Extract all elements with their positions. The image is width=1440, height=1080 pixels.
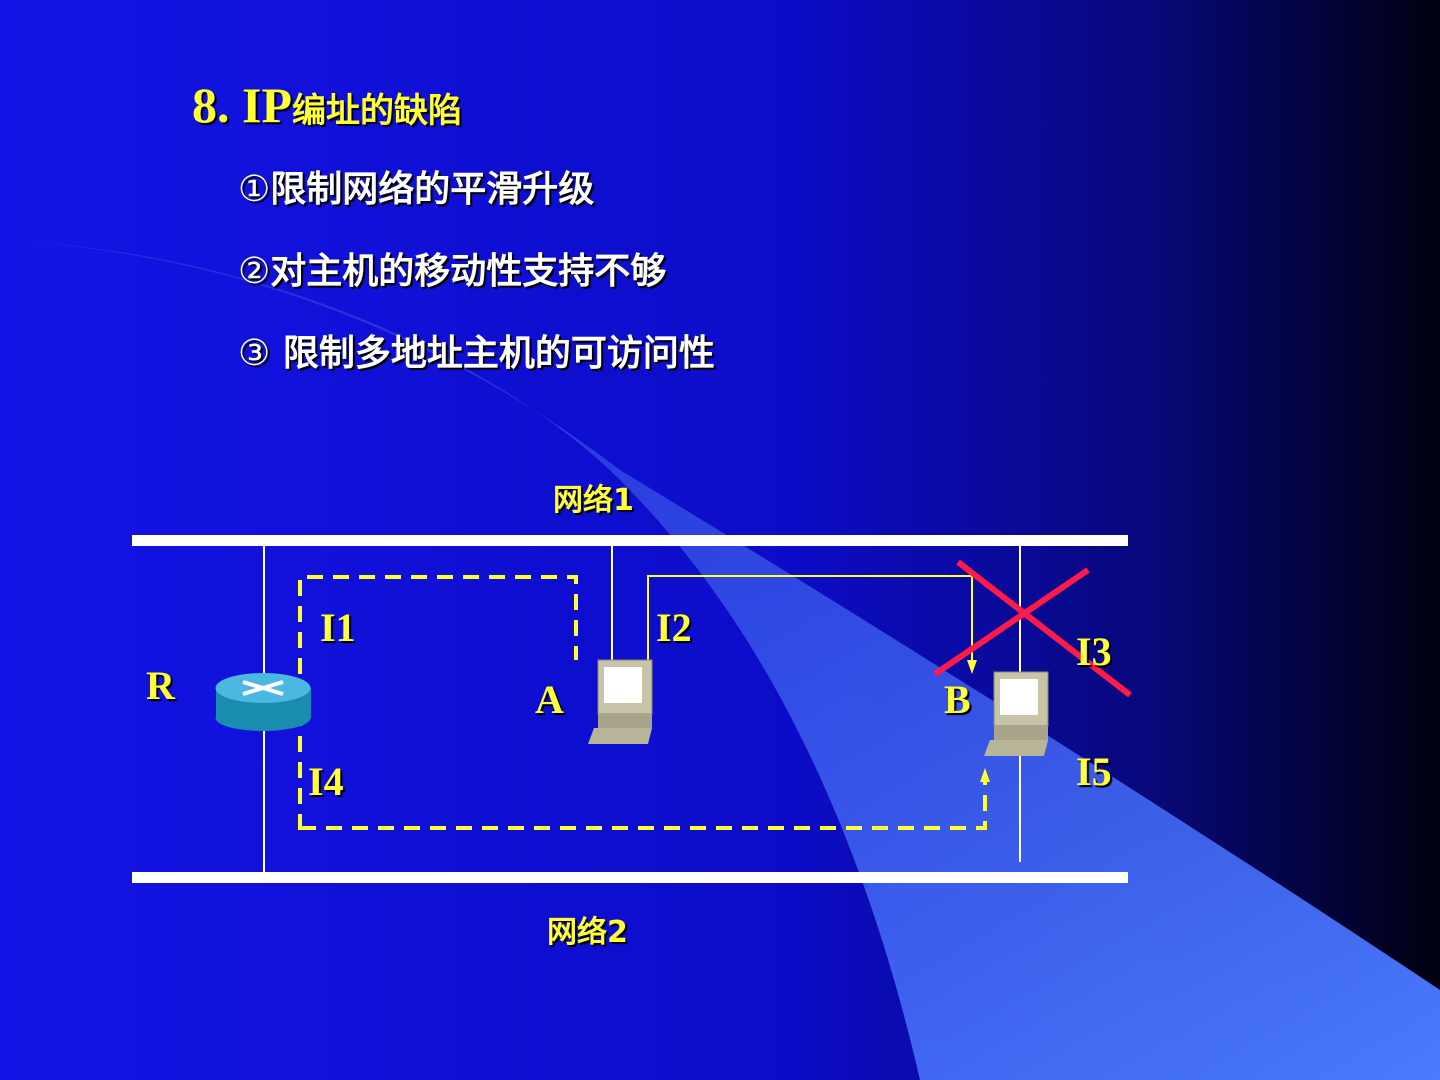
- bullet-item: ②对主机的移动性支持不够: [238, 242, 666, 294]
- router-label: R: [146, 663, 175, 708]
- arrow-down-icon: [967, 660, 977, 674]
- path-i2-solid: [647, 575, 973, 670]
- interface-i3-label: I3: [1076, 629, 1112, 674]
- bullet-item: ①限制网络的平滑升级: [238, 160, 594, 212]
- item-text: 限制多地址主机的可访问性: [270, 333, 715, 374]
- computer-icon-b: [984, 671, 1049, 756]
- item-text: 对主机的移动性支持不够: [270, 251, 667, 292]
- host-a-label: A: [535, 677, 564, 722]
- interface-i4-label: I4: [308, 759, 344, 804]
- network1-label: 网络1: [553, 483, 634, 518]
- cross-icon: [956, 559, 1132, 698]
- interface-i2-label: I2: [656, 605, 692, 650]
- title-number: 8. IP: [192, 77, 292, 133]
- computer-icon-a: [588, 659, 653, 744]
- item-marker: ②: [238, 251, 271, 291]
- path-i4-dashed: [300, 780, 987, 830]
- interface-i5-label: I5: [1076, 749, 1112, 794]
- network2-label: 网络2: [547, 915, 628, 950]
- router-icon: [215, 673, 311, 731]
- decorative-swoosh: [30, 242, 1440, 1080]
- interface-i1-label: I1: [320, 605, 356, 650]
- network2-bus: [132, 872, 1128, 883]
- arrow-up-icon: [980, 768, 990, 782]
- network1-bus: [132, 535, 1128, 546]
- item-text: 限制网络的平滑升级: [270, 169, 595, 210]
- cross-icon: [933, 567, 1090, 677]
- item-marker: ①: [238, 169, 271, 209]
- item-marker: ③: [238, 333, 271, 373]
- host-b-label: B: [944, 677, 971, 722]
- path-i1-dashed: [298, 575, 578, 830]
- bullet-item: ③ 限制多地址主机的可访问性: [238, 324, 715, 376]
- title-text: 编址的缺陷: [292, 91, 462, 131]
- slide-title: 8. IP编址的缺陷: [192, 76, 462, 134]
